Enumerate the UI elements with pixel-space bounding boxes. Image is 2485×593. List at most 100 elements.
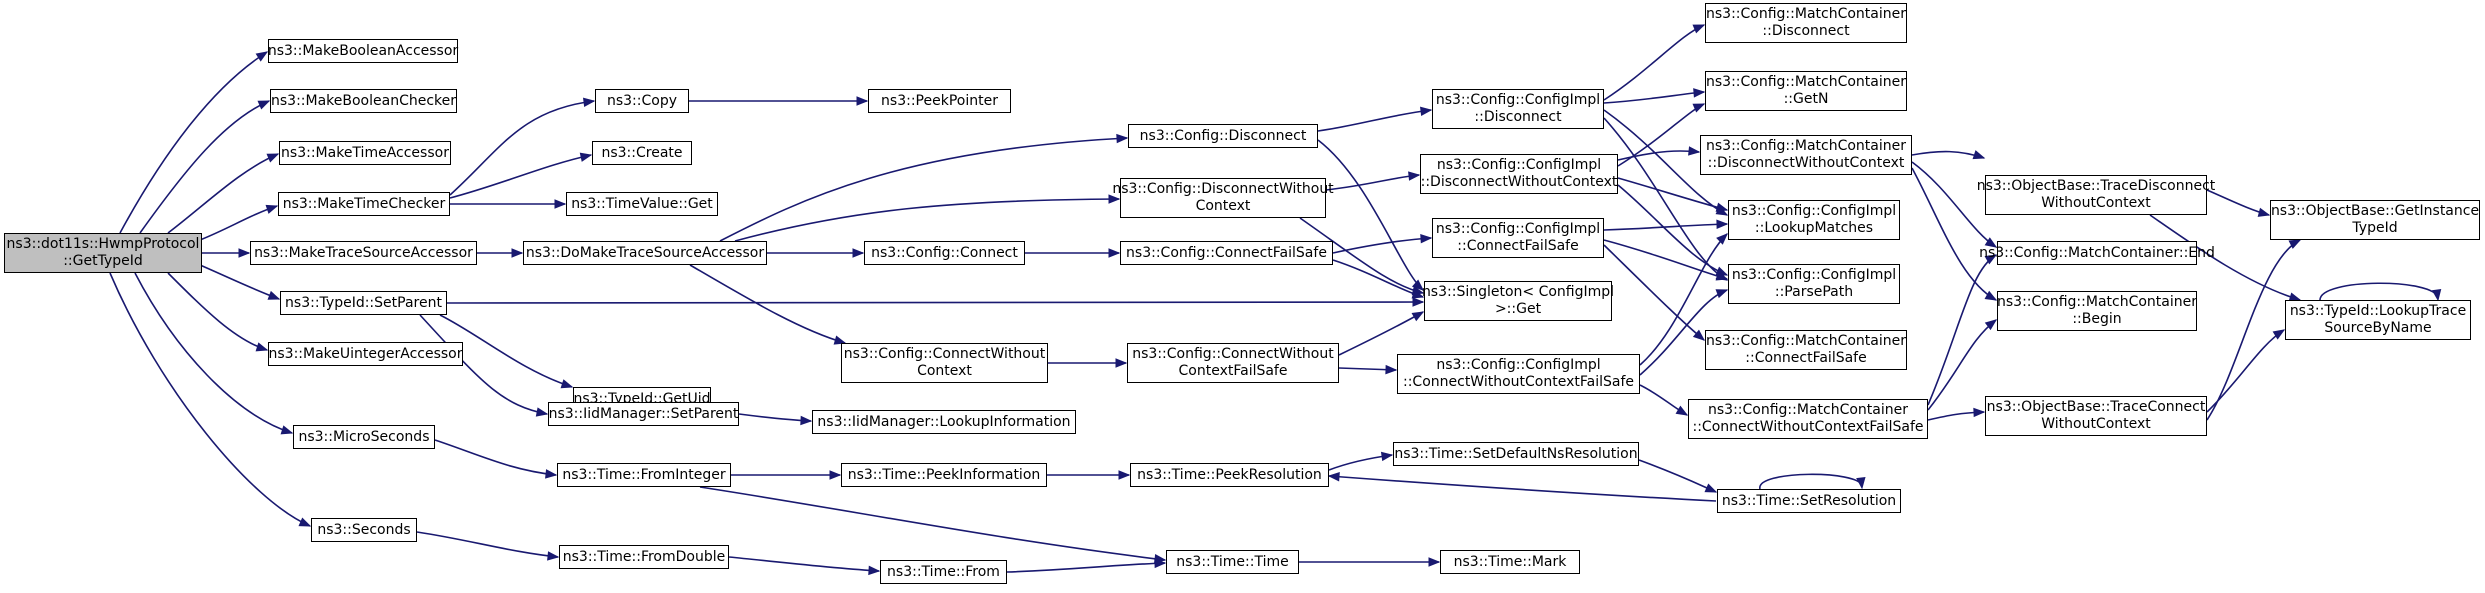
- edge-to-makebooleanaccessor-arrowhead: [255, 51, 269, 62]
- node-label: ns3::TypeId::SetParent: [285, 294, 442, 311]
- node-config-connectfailsafe[interactable]: ns3::Config::ConnectFailSafe: [1120, 241, 1333, 265]
- node-make-uinteger-accessor[interactable]: ns3::MakeUintegerAccessor: [268, 342, 463, 366]
- node-make-time-accessor[interactable]: ns3::MakeTimeAccessor: [279, 141, 451, 165]
- edge-to-makebooleanaccessor: [119, 51, 268, 234]
- edge-cwcfs-to-singleton-get-arrowhead: [1411, 311, 1425, 322]
- node-time-fromdouble[interactable]: ns3::Time::FromDouble: [559, 545, 729, 569]
- node-line: ns3::Config::ConfigImpl: [1436, 357, 1601, 373]
- node-time-peekresolution[interactable]: ns3::Time::PeekResolution: [1130, 463, 1329, 487]
- node-matchcontainer-disconnect[interactable]: ns3::Config::MatchContainer::Disconnect: [1705, 3, 1907, 43]
- edge-to-matchcontainer-connectfailsafe: [1603, 244, 1705, 341]
- node-iidmanager-setparent[interactable]: ns3::IidManager::SetParent: [548, 402, 739, 426]
- edge-to-maketimeaccessor-arrowhead: [266, 153, 280, 163]
- edge-connectfs-to-singleton-get-arrowhead: [1411, 289, 1425, 299]
- node-configimpl-lookupmatches[interactable]: ns3::Config::ConfigImpl::LookupMatches: [1728, 200, 1900, 240]
- node-configimpl-connectfailsafe[interactable]: ns3::Config::ConfigImpl::ConnectFailSafe: [1432, 218, 1604, 258]
- node-singleton-configimpl-get[interactable]: ns3::Singleton< ConfigImpl >::Get: [1422, 281, 1614, 321]
- edge-typeid-setparent-to-singleton-get: [446, 301, 1424, 304]
- edge-to-iidmanager-lookupinformation-arrowhead: [800, 415, 813, 426]
- node-make-time-checker[interactable]: ns3::MakeTimeChecker: [278, 192, 450, 216]
- edge-to-time-setresolution-arrowhead: [1704, 483, 1718, 493]
- edge-to-config-disconnectwithoutcontext: [734, 198, 1120, 242]
- edge-to-configimpl-disconnect-arrowhead: [1420, 106, 1433, 116]
- node-configimpl-parsepath[interactable]: ns3::Config::ConfigImpl::ParsePath: [1728, 264, 1900, 304]
- node-matchcontainer-connectfailsafe[interactable]: ns3::Config::MatchContainer::ConnectFail…: [1705, 330, 1907, 370]
- edge-to-configimpl-connectfailsafe-arrowhead: [1420, 233, 1433, 244]
- edge-to-time-peekresolution-arrowhead: [1118, 470, 1131, 480]
- edge-to-copy-arrowhead: [583, 97, 596, 107]
- edge-tdwc-to-lookuptracesourcebyname: [2149, 214, 2301, 301]
- node-line: ns3::ObjectBase::TraceConnect: [1986, 399, 2206, 415]
- node-make-boolean-checker[interactable]: ns3::MakeBooleanChecker: [270, 89, 457, 113]
- node-config-connect[interactable]: ns3::Config::Connect: [864, 241, 1025, 265]
- node-matchcontainer-disconnect-without-context[interactable]: ns3::Config::MatchContainer::DisconnectW…: [1700, 135, 1912, 175]
- edge-to-makebooleanchecker-arrowhead: [257, 100, 271, 110]
- node-matchcontainer-begin[interactable]: ns3::Config::MatchContainer::Begin: [1997, 291, 2197, 331]
- node-make-trace-source-accessor[interactable]: ns3::MakeTraceSourceAccessor: [250, 241, 477, 265]
- node-root-hwmpprotocol-gettypeid: ns3::dot11s::HwmpProtocol::GetTypeId: [4, 233, 202, 273]
- node-peek-pointer[interactable]: ns3::PeekPointer: [868, 89, 1011, 113]
- node-matchcontainer-end[interactable]: ns3::Config::MatchContainer::End: [1979, 241, 2215, 265]
- edge-tcwc-to-lookuptracesourcebyname: [2206, 329, 2285, 413]
- node-configimpl-disconnect-without-context[interactable]: ns3::Config::ConfigImpl::DisconnectWitho…: [1420, 154, 1618, 194]
- node-seconds[interactable]: ns3::Seconds: [311, 518, 417, 542]
- edge-to-time-setdefaultnsresolution-arrowhead: [1380, 451, 1394, 462]
- edge-to-iidmanager-setparent: [419, 314, 548, 415]
- edge-to-config-disconnect-arrowhead: [1116, 133, 1129, 144]
- node-matchcontainer-connect-without-context-failsafe[interactable]: ns3::Config::MatchContainer::ConnectWith…: [1688, 399, 1928, 439]
- node-label: ns3::Create: [601, 144, 683, 161]
- edge-impldwc-to-matchcontainer-getn: [1617, 103, 1705, 167]
- edge-lookuptracesourcebyname-self-loop: [2319, 282, 2439, 301]
- node-label: ns3::Time::FromDouble: [562, 548, 726, 565]
- edge-to-config-disconnectwithoutcontext-arrowhead: [1108, 194, 1121, 204]
- node-line: ::ConnectWithoutContextFailSafe: [1692, 419, 1924, 435]
- edge-to-matchcontainer-disconnect-arrowhead: [1692, 24, 1706, 34]
- node-time-time[interactable]: ns3::Time::Time: [1166, 550, 1299, 574]
- node-time-from[interactable]: ns3::Time::From: [880, 560, 1007, 584]
- node-label: ns3::Config::Connect: [871, 244, 1018, 261]
- node-time-frominteger[interactable]: ns3::Time::FromInteger: [557, 463, 731, 487]
- node-line: ns3::Config::ConfigImpl: [1435, 221, 1601, 237]
- node-line: ns3::Config::MatchContainer: [1708, 402, 1908, 418]
- node-time-mark[interactable]: ns3::Time::Mark: [1440, 550, 1580, 574]
- node-make-boolean-accessor[interactable]: ns3::MakeBooleanAccessor: [268, 39, 458, 63]
- node-line: ns3::Config::MatchContainer: [1706, 138, 1906, 154]
- node-line: TypeId: [2352, 220, 2398, 236]
- node-time-peekinformation[interactable]: ns3::Time::PeekInformation: [841, 463, 1047, 487]
- node-create[interactable]: ns3::Create: [592, 141, 692, 165]
- node-iidmanager-lookupinformation[interactable]: ns3::IidManager::LookupInformation: [812, 410, 1076, 434]
- node-line: ::Disconnect: [1474, 109, 1562, 125]
- node-micro-seconds[interactable]: ns3::MicroSeconds: [293, 425, 435, 449]
- node-label: ns3::MakeBooleanChecker: [271, 92, 457, 109]
- node-configimpl-disconnect[interactable]: ns3::Config::ConfigImpl::Disconnect: [1432, 89, 1604, 129]
- node-line: ::ParsePath: [1774, 284, 1854, 300]
- edge-mcdwc-to-matchcontainer-begin: [1911, 167, 1997, 301]
- node-config-disconnect[interactable]: ns3::Config::Disconnect: [1128, 124, 1318, 148]
- node-matchcontainer-getn[interactable]: ns3::Config::MatchContainer::GetN: [1705, 71, 1907, 111]
- edge-to-matchcontainer-connectwithoutcontextfailsafe-arrowhead: [1675, 405, 1689, 416]
- node-do-make-trace-source-accessor[interactable]: ns3::DoMakeTraceSourceAccessor: [523, 241, 767, 265]
- node-configimpl-connect-without-context-failsafe[interactable]: ns3::Config::ConfigImpl::ConnectWithoutC…: [1397, 354, 1640, 394]
- edge-to-time-from-arrowhead: [868, 565, 881, 576]
- node-time-setdefaultnsresolution[interactable]: ns3::Time::SetDefaultNsResolution: [1393, 442, 1639, 466]
- edge-to-create-arrowhead: [579, 152, 593, 162]
- edge-implconnectfs-to-parsepath-arrowhead: [1715, 271, 1729, 281]
- node-typeid-setparent[interactable]: ns3::TypeId::SetParent: [280, 291, 447, 315]
- node-timevalue-get[interactable]: ns3::TimeValue::Get: [566, 192, 718, 216]
- node-time-setresolution[interactable]: ns3::Time::SetResolution: [1717, 489, 1901, 513]
- edge-to-seconds: [109, 272, 311, 527]
- edge-to-maketracesourceaccessor-arrowhead: [238, 248, 251, 258]
- edge-to-config-connectwithoutcontext: [689, 264, 846, 344]
- node-line: ::Begin: [2072, 311, 2122, 327]
- edge-tcwc-to-lookuptracesourcebyname-arrowhead: [2272, 329, 2286, 340]
- edge-to-maketimeaccessor: [167, 153, 279, 234]
- node-copy[interactable]: ns3::Copy: [595, 89, 689, 113]
- node-label: ns3::Time::From: [887, 563, 1000, 580]
